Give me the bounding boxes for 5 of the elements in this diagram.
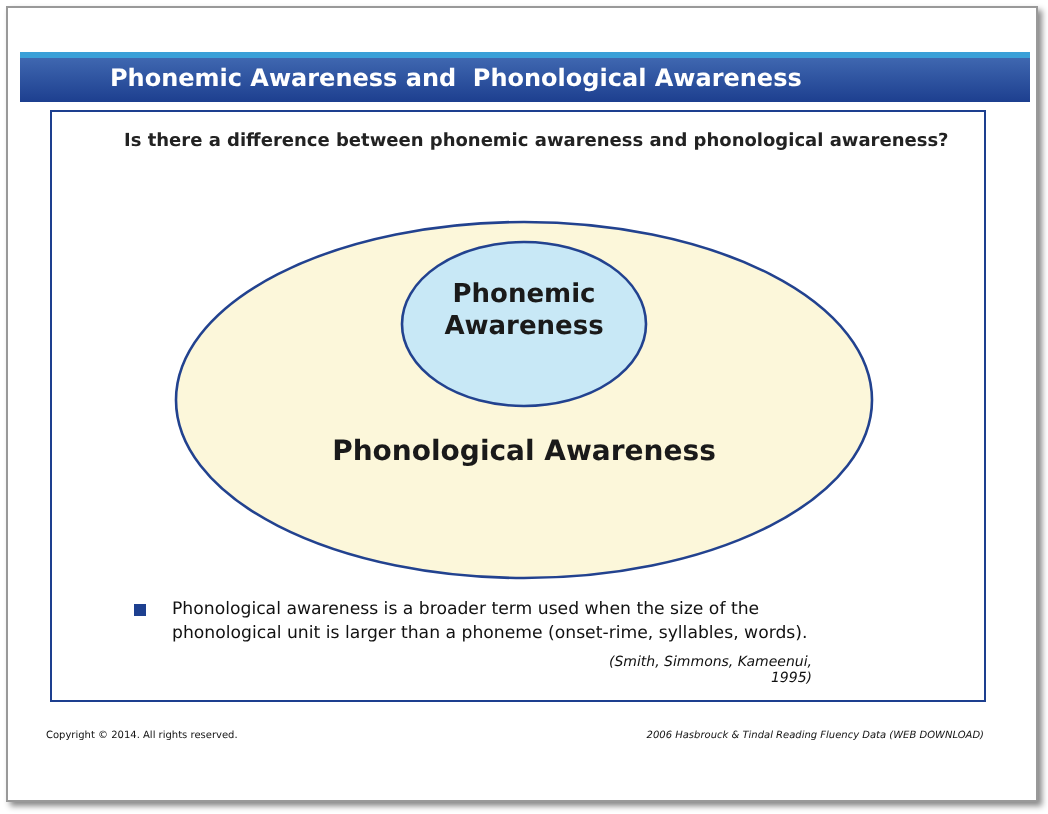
ellipse-label: Phonological Awareness (330, 436, 718, 470)
question-text: Is there a difference between phonemic awareness and phonological awareness? (124, 132, 951, 152)
bullet-text: Phonological awareness is a broader term used when the size of the phonological unit is larger than a phoneme (onset-rime, syllables, words). (172, 598, 810, 646)
title: Phonemic Awareness and Phonological Awareness (110, 64, 802, 92)
ellipse-label: Phonemic Awareness (442, 280, 606, 344)
